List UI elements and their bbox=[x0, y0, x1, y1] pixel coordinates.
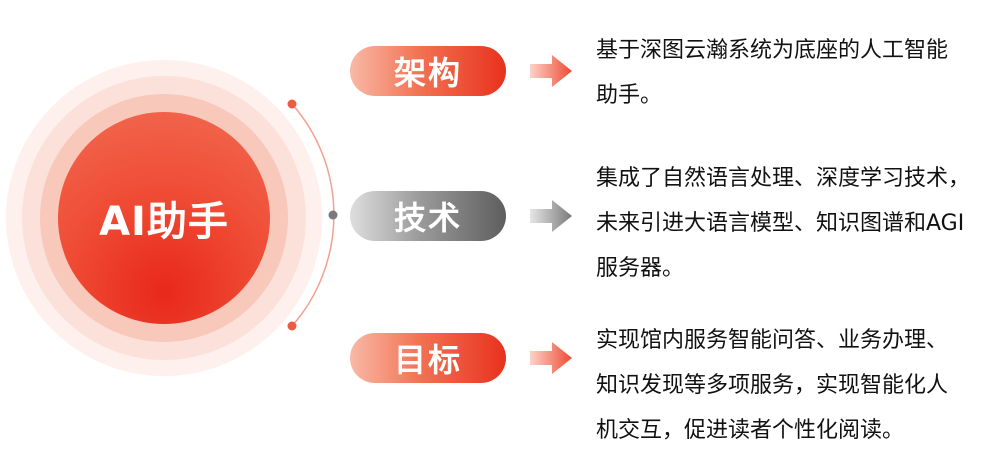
pill-goal-label: 目标 bbox=[393, 341, 462, 379]
arrow-right-icon bbox=[530, 200, 572, 232]
description-line: 实现馆内服务智能问答、业务办理、 bbox=[596, 328, 949, 353]
description-architecture: 基于深图云瀚系统为底座的人工智能 助手。 bbox=[596, 28, 996, 118]
description-line: 机交互，促进读者个性化阅读。 bbox=[596, 418, 905, 443]
arc-dot-top bbox=[287, 99, 297, 109]
arc-dot-bottom bbox=[287, 321, 297, 331]
pill-architecture: 架构 bbox=[350, 46, 506, 96]
arc-dot-middle bbox=[328, 210, 338, 220]
pill-goal: 目标 bbox=[350, 333, 506, 383]
arrow-right-icon bbox=[530, 342, 572, 374]
description-technology: 集成了自然语言处理、深度学习技术， 未来引进大语言模型、知识图谱和AGI 服务器… bbox=[596, 156, 996, 291]
description-line: 助手。 bbox=[596, 83, 663, 108]
center-label: AI助手 bbox=[99, 199, 229, 245]
pill-architecture-label: 架构 bbox=[393, 54, 462, 92]
pill-technology-label: 技术 bbox=[393, 199, 462, 237]
description-line: 基于深图云瀚系统为底座的人工智能 bbox=[596, 38, 949, 63]
center-circle: AI助手 bbox=[58, 112, 270, 324]
description-line: 服务器。 bbox=[596, 256, 685, 281]
arrow-right-icon bbox=[530, 55, 572, 87]
description-line: 未来引进大语言模型、知识图谱和AGI bbox=[596, 211, 965, 236]
description-goal: 实现馆内服务智能问答、业务办理、 知识发现等多项服务，实现智能化人 机交互，促进… bbox=[596, 318, 996, 453]
description-line: 集成了自然语言处理、深度学习技术， bbox=[596, 166, 971, 191]
description-line: 知识发现等多项服务，实现智能化人 bbox=[596, 373, 949, 398]
pill-technology: 技术 bbox=[350, 191, 506, 241]
